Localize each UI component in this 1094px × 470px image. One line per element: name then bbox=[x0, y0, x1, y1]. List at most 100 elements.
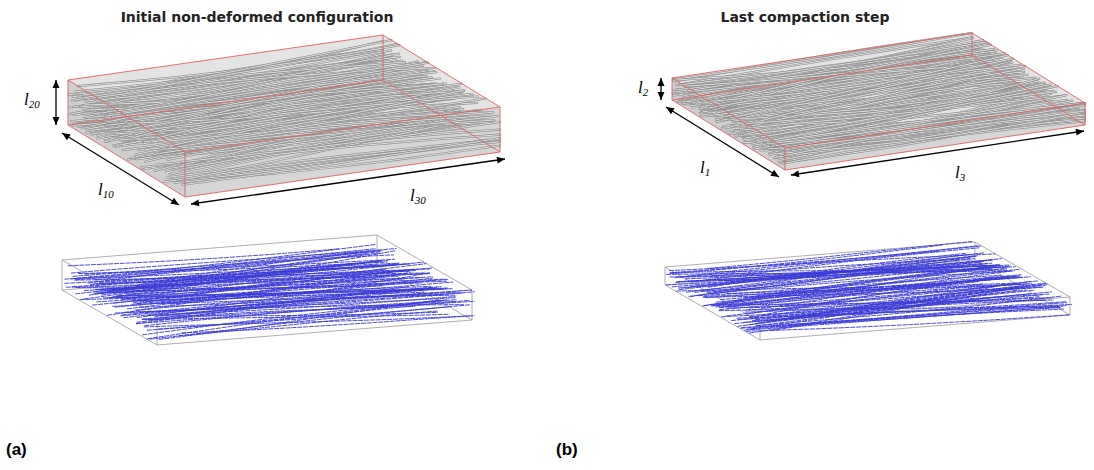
fiber-centerline bbox=[70, 244, 376, 279]
fiber-centerline bbox=[76, 286, 384, 288]
fiber-highlight bbox=[164, 112, 494, 141]
fiber-centerline bbox=[68, 249, 340, 266]
box-edge bbox=[665, 267, 666, 285]
box-edge bbox=[672, 55, 972, 100]
dimension-label: l10 bbox=[98, 180, 114, 200]
arrow-head bbox=[770, 170, 779, 177]
box-edge bbox=[672, 100, 785, 170]
fiber-centerline bbox=[115, 273, 411, 308]
wireframe-box bbox=[665, 242, 1070, 340]
arrow-head bbox=[791, 170, 799, 177]
fiber-centerline bbox=[737, 302, 1066, 319]
fiber-centerline bbox=[99, 260, 382, 289]
box-edge bbox=[785, 125, 1085, 170]
fiber-centerline bbox=[703, 287, 1041, 297]
box-edge bbox=[383, 35, 384, 80]
box-edge bbox=[972, 55, 1085, 125]
dimension-arrow bbox=[791, 129, 1084, 178]
fiber-centerline bbox=[73, 255, 394, 277]
dimension-label: l1 bbox=[700, 158, 710, 178]
fiber-shade bbox=[779, 105, 1085, 149]
box-edge bbox=[672, 78, 673, 100]
fiber-highlight bbox=[177, 99, 486, 148]
fiber-centerline bbox=[749, 287, 1044, 308]
box-edge bbox=[383, 35, 500, 107]
arrow-head bbox=[191, 199, 199, 206]
box-edge bbox=[68, 80, 383, 125]
fiber-shade bbox=[182, 122, 501, 162]
dimension-label: l20 bbox=[24, 90, 40, 110]
box-edge bbox=[68, 80, 185, 152]
fiber-centerline bbox=[737, 294, 1031, 327]
box-edge bbox=[68, 125, 185, 197]
fiber-centerline bbox=[150, 307, 450, 339]
arrow-head bbox=[170, 198, 179, 205]
fiber-shade bbox=[177, 99, 486, 148]
fiber-centerline bbox=[801, 283, 1046, 316]
fiber-centerline bbox=[150, 301, 475, 320]
fiber-highlight bbox=[182, 122, 501, 162]
box-edge bbox=[1070, 297, 1071, 315]
fiber-highlight bbox=[729, 69, 1024, 114]
fiber-centerlines bbox=[666, 242, 1072, 334]
box-edge bbox=[975, 242, 976, 260]
fiber-shade bbox=[709, 49, 994, 104]
fiber-highlight bbox=[779, 105, 1085, 149]
dimension-arrow bbox=[62, 133, 179, 205]
fiber-centerline bbox=[746, 315, 1070, 332]
fiber-shade bbox=[164, 112, 494, 141]
box-edge bbox=[760, 315, 1070, 340]
bounding-box bbox=[68, 35, 500, 197]
fiber-bundle bbox=[68, 35, 500, 197]
fiber-centerline bbox=[122, 287, 433, 315]
arrow-head bbox=[497, 157, 505, 164]
fiber-highlight bbox=[709, 49, 994, 104]
box-edge bbox=[185, 152, 186, 197]
fiber-shade bbox=[773, 103, 1085, 142]
arrow-head bbox=[658, 92, 665, 100]
dimension-arrow bbox=[53, 80, 60, 125]
dimension-line bbox=[191, 159, 505, 204]
fiber-centerline bbox=[726, 284, 984, 316]
box-edge bbox=[972, 33, 973, 55]
fiber-centerline bbox=[752, 304, 1072, 320]
dimension-line bbox=[62, 133, 179, 205]
dimension-arrow bbox=[666, 107, 779, 177]
fiber-centerline bbox=[772, 295, 1043, 316]
fiber-centerline bbox=[718, 267, 1007, 281]
fiber-centerline bbox=[708, 242, 972, 269]
fiber-centerline bbox=[158, 300, 470, 329]
box-edge bbox=[383, 80, 500, 152]
panel-label: (b) bbox=[556, 440, 578, 460]
panel-heading: Initial non-deformed configuration bbox=[121, 9, 394, 25]
box-edge bbox=[785, 103, 1085, 148]
fiber-highlight bbox=[773, 103, 1085, 142]
box-edge bbox=[500, 107, 501, 152]
box-edge bbox=[68, 35, 383, 80]
box-edge bbox=[672, 33, 972, 78]
arrow-head bbox=[658, 78, 665, 86]
box-edge bbox=[972, 33, 1085, 103]
fiber-centerline bbox=[137, 264, 427, 304]
dimension-label: l30 bbox=[410, 186, 426, 206]
dimension-arrow bbox=[658, 78, 665, 100]
arrow-head bbox=[53, 117, 60, 125]
fiber-centerlines bbox=[65, 244, 475, 339]
arrow-head bbox=[62, 133, 71, 140]
fiber-centerline bbox=[71, 249, 397, 274]
wireframe-box bbox=[62, 235, 472, 345]
dimension-label: l2 bbox=[638, 78, 648, 98]
fiber-centerline bbox=[670, 245, 943, 274]
box-edge bbox=[785, 148, 786, 170]
box-edge bbox=[185, 152, 500, 197]
arrow-head bbox=[666, 107, 675, 114]
fiber-centerline bbox=[672, 257, 976, 287]
fiber-shade bbox=[729, 69, 1024, 114]
dimension-label: l3 bbox=[955, 163, 965, 183]
arrow-head bbox=[53, 80, 60, 88]
panel-heading: Last compaction step bbox=[720, 9, 889, 25]
box-edge bbox=[185, 107, 500, 152]
box-edge bbox=[672, 78, 785, 148]
